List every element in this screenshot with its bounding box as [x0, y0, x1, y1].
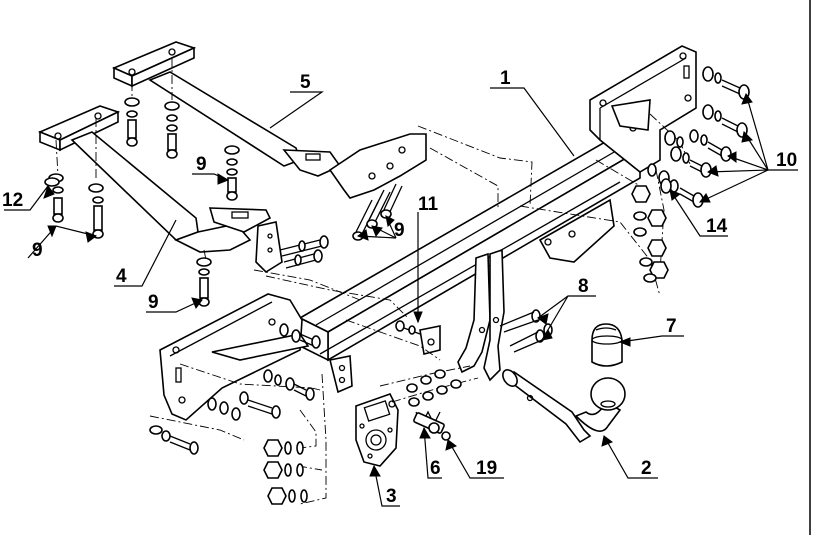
label-part-8: 8 [578, 276, 589, 297]
label-part-2: 2 [641, 458, 652, 479]
label-part-9-left: 9 [32, 240, 43, 261]
label-part-9-upper: 9 [196, 154, 207, 175]
label-part-19: 19 [476, 458, 497, 479]
frame-rail-part-4 [37, 105, 283, 274]
nut-stack-right [631, 185, 669, 283]
arrow-heads [43, 92, 754, 477]
right-lower-bracket [538, 198, 615, 263]
right-mounting-plate [589, 45, 697, 173]
tow-ball-neck-part-2 [502, 369, 626, 444]
washer-part-14 [660, 178, 672, 194]
lower-bolt-9 [196, 257, 212, 307]
bolt-set-part-19 [406, 369, 462, 441]
label-part-4: 4 [116, 266, 127, 287]
part-labels: 1 2 3 4 5 6 7 8 9 9 9 9 10 11 12 14 19 [2, 68, 797, 507]
bolt-part-11 [395, 320, 416, 335]
left-rail-bolts [48, 173, 104, 239]
label-part-1: 1 [500, 68, 511, 89]
label-part-10: 10 [776, 150, 797, 171]
washer-part-12 [44, 177, 60, 187]
label-part-14: 14 [706, 216, 728, 237]
left-lower-flange [329, 355, 353, 394]
label-part-5: 5 [300, 72, 311, 93]
label-part-12: 12 [2, 190, 23, 211]
left-plate-bolts [149, 323, 321, 505]
ball-cap-part-7 [591, 323, 623, 367]
bolt-set-part-10 [647, 66, 750, 208]
left-mounting-plate [159, 293, 310, 421]
frame-rail-part-5 [111, 41, 427, 199]
label-part-9-center: 9 [394, 220, 405, 241]
label-part-7: 7 [666, 316, 677, 337]
ball-mount-bracket [457, 248, 505, 382]
center-bolt-9b [224, 145, 240, 201]
upper-rail-bolts [124, 97, 180, 159]
label-part-11: 11 [418, 194, 439, 215]
assembly-lines [55, 58, 691, 505]
label-part-3: 3 [386, 486, 397, 507]
centre-bracket-part-11 [403, 325, 441, 355]
fasteners [44, 66, 750, 505]
socket-plate-part-3 [355, 393, 399, 467]
label-part-6: 6 [430, 458, 441, 479]
angled-bolts-9 [279, 183, 403, 269]
label-part-9-lower: 9 [148, 292, 159, 313]
